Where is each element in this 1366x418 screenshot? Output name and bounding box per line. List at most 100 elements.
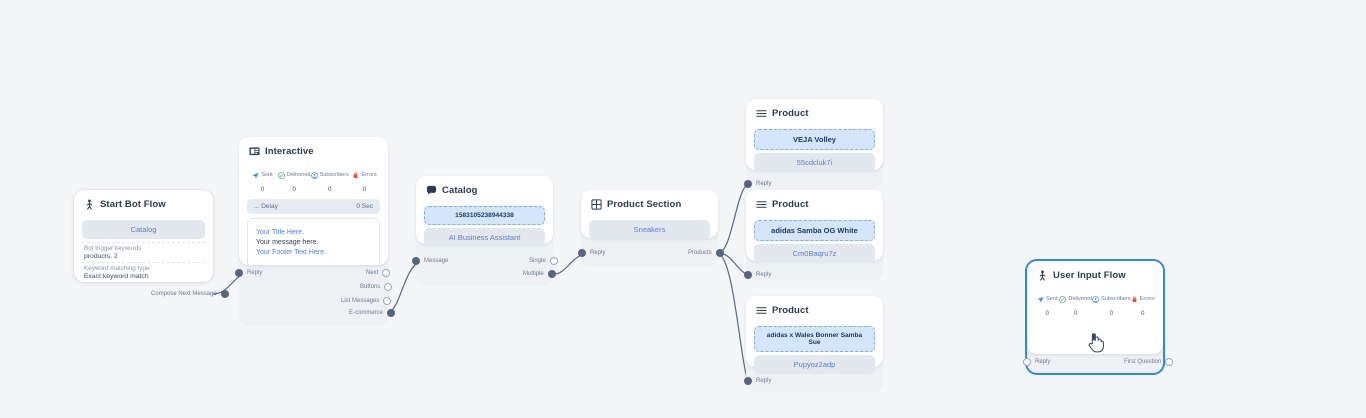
- stat-label: Delivered: [1068, 296, 1093, 302]
- delay-value: 0 Sec: [356, 203, 373, 210]
- stat-value: 0: [1045, 311, 1049, 317]
- port-label: Reply: [590, 250, 606, 256]
- port-dot[interactable]: [549, 257, 558, 265]
- port-dot[interactable]: [382, 269, 391, 277]
- list-icon: [756, 305, 767, 316]
- port-dot[interactable]: [387, 309, 396, 317]
- start-flow-catalog-button[interactable]: Catalog: [82, 220, 205, 239]
- user-input-flow-stats: Sent 0 Delivered 0: [1027, 288, 1163, 321]
- catalog-id-pill[interactable]: 1583105238944338: [424, 206, 545, 225]
- port-dot[interactable]: [412, 257, 420, 265]
- port-label: E-commerce: [349, 310, 384, 316]
- port-out-products[interactable]: Products: [688, 249, 724, 257]
- field-value: Exact keyword match: [84, 273, 149, 280]
- send-icon: [252, 166, 259, 184]
- stat-value: 0: [328, 187, 332, 193]
- node-label: Catalog: [442, 185, 478, 196]
- catalog-assistant-pill[interactable]: AI Business Assistant: [424, 228, 545, 247]
- port-out-ecommerce[interactable]: E-commerce: [349, 309, 396, 317]
- port-dot[interactable]: [715, 249, 724, 257]
- node-label: Start Bot Flow: [100, 199, 166, 210]
- port-out-next[interactable]: Next: [366, 269, 391, 277]
- port-dot[interactable]: [1023, 358, 1031, 366]
- product-2-sku-pill[interactable]: Cm0Baqru7z: [754, 244, 875, 263]
- port-dot[interactable]: [547, 270, 556, 278]
- node-product-1[interactable]: Product VEJA Volley 55cdcluk7i: [746, 99, 883, 189]
- node-product-3-card: Product adidas x Wales Bonner Samba Sue …: [746, 296, 883, 374]
- port-in-product-2-reply[interactable]: Reply: [744, 271, 771, 279]
- product-1-name-pill[interactable]: VEJA Volley: [754, 129, 875, 150]
- port-label: Products: [688, 250, 712, 256]
- port-in-product-1-reply[interactable]: Reply: [744, 180, 771, 188]
- port-in-user-input-flow-reply[interactable]: Reply: [1023, 358, 1050, 366]
- node-label: Product Section: [607, 199, 682, 210]
- stat-delivered: Delivered 0: [1059, 290, 1092, 317]
- subscriber-icon: [310, 166, 318, 184]
- stat-label: Subscribers: [319, 172, 350, 178]
- stat-label: Subscribers: [1101, 296, 1131, 302]
- port-label: Compose Next Message: [151, 291, 217, 297]
- stat-subscribers: Subscribers 0: [310, 166, 350, 193]
- node-product-3[interactable]: Product adidas x Wales Bonner Samba Sue …: [746, 296, 883, 392]
- port-out-catalog-multiple[interactable]: Multiple: [523, 270, 556, 278]
- port-out-compose-next-message[interactable]: Compose Next Message: [151, 290, 229, 298]
- port-out-list-messages[interactable]: List Messages: [341, 297, 392, 305]
- port-dot[interactable]: [384, 283, 393, 291]
- port-dot[interactable]: [383, 297, 392, 305]
- stat-value: 0: [260, 187, 265, 193]
- stat-value: 0: [362, 187, 367, 193]
- port-dot[interactable]: [744, 180, 752, 188]
- message-title: Your Title Here.: [256, 229, 304, 236]
- port-dot[interactable]: [220, 290, 229, 298]
- flow-start-icon: [1037, 270, 1048, 281]
- delay-row[interactable]: ... Delay 0 Sec: [247, 199, 380, 214]
- port-in-product-section-reply[interactable]: Reply: [578, 249, 605, 257]
- field-value: products, 2: [84, 253, 118, 260]
- catalog-icon: [426, 185, 437, 196]
- stat-value: 0: [292, 187, 296, 193]
- port-dot[interactable]: [744, 377, 752, 385]
- product-3-sku-pill[interactable]: Pupyoz2adp: [754, 355, 875, 374]
- check-circle-icon: [1059, 290, 1067, 308]
- field-row: Bot trigger keywords products, 2: [82, 243, 205, 263]
- node-user-input-flow[interactable]: User Input Flow Sent 0: [1025, 259, 1165, 375]
- port-dot[interactable]: [578, 249, 586, 257]
- stat-value: 0: [1074, 311, 1078, 317]
- node-catalog[interactable]: Catalog 1583105238944338 AI Business Ass…: [416, 176, 553, 286]
- node-interactive[interactable]: Interactive Sent 0: [239, 137, 388, 326]
- stat-value: 0: [1109, 311, 1113, 317]
- product-3-name-pill[interactable]: adidas x Wales Bonner Samba Sue: [754, 326, 875, 352]
- port-in-interactive-reply[interactable]: Reply: [235, 269, 262, 277]
- port-label: List Messages: [341, 298, 380, 304]
- port-in-product-3-reply[interactable]: Reply: [744, 377, 771, 385]
- port-in-catalog-message[interactable]: Message: [412, 257, 448, 265]
- start-flow-fields: Bot trigger keywords products, 2 Keyword…: [82, 242, 205, 282]
- node-title-product-2: Product: [746, 190, 883, 217]
- port-out-first-question[interactable]: First Question: [1124, 358, 1174, 366]
- node-interactive-card: Interactive Sent 0: [239, 137, 388, 267]
- node-start-bot-flow[interactable]: Start Bot Flow Catalog Bot trigger keywo…: [74, 190, 213, 282]
- product-section-pill[interactable]: Sneakers: [589, 220, 710, 239]
- port-dot[interactable]: [744, 271, 752, 279]
- stat-label: Errors: [1139, 296, 1155, 302]
- port-dot[interactable]: [1165, 358, 1174, 366]
- list-icon: [756, 108, 767, 119]
- node-product-2[interactable]: Product adidas Samba OG White Cm0Baqru7z: [746, 190, 883, 280]
- stat-label: Delivered: [286, 172, 311, 178]
- port-dot[interactable]: [235, 269, 243, 277]
- field-row: Keyword matching type Exact keyword matc…: [82, 263, 205, 282]
- grid-icon: [591, 199, 602, 210]
- list-icon: [756, 199, 767, 210]
- product-1-sku-pill[interactable]: 55cdcluk7i: [754, 153, 875, 172]
- field-key: Keyword matching type: [84, 265, 150, 272]
- node-product-section[interactable]: Product Section Sneakers: [581, 190, 718, 267]
- subscriber-icon: [1092, 290, 1099, 308]
- port-out-buttons[interactable]: Buttons: [360, 283, 393, 291]
- stat-errors: Errors 0: [1131, 290, 1155, 317]
- port-out-catalog-single[interactable]: Single: [529, 257, 558, 265]
- stat-label: Sent: [1045, 296, 1058, 302]
- port-label: Single: [529, 258, 546, 264]
- delay-label: ... Delay: [254, 203, 278, 210]
- product-2-name-pill[interactable]: adidas Samba OG White: [754, 220, 875, 241]
